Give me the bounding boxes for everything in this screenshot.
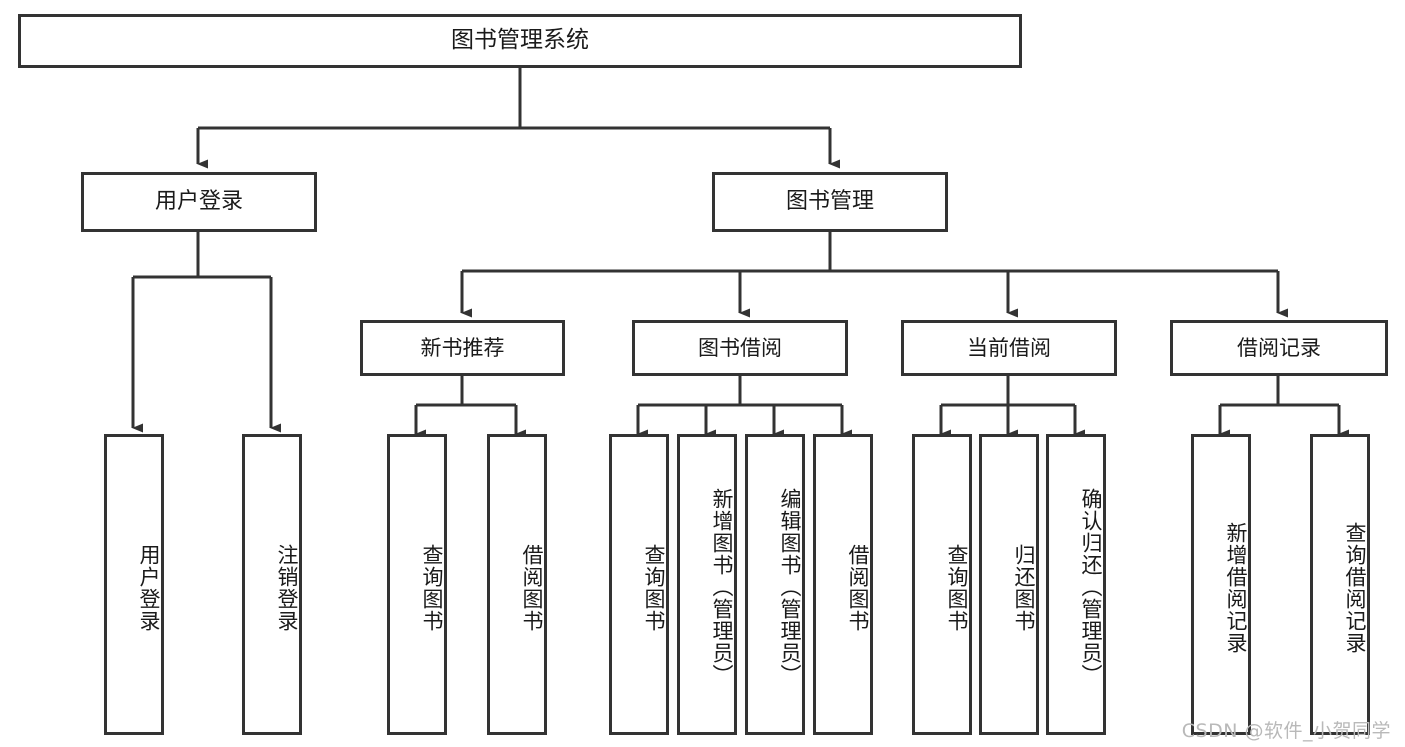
node-leaf-add-borrow-record[interactable]: 新增借阅记录 [1191,434,1251,735]
node-leaf-logout[interactable]: 注销登录 [242,434,302,735]
node-leaf-query-borrow-record[interactable]: 查询借阅记录 [1310,434,1370,735]
node-leaf-current-query-book-label: 查询图书 [945,543,969,632]
node-leaf-confirm-return-admin[interactable]: 确认归还（管理员） [1046,434,1106,735]
node-leaf-user-login[interactable]: 用户登录 [104,434,164,735]
node-leaf-newbook-query-book-label: 查询图书 [420,543,444,632]
node-current-borrow-label: 当前借阅 [967,335,1051,360]
node-leaf-borrow-query-book-label: 查询图书 [642,543,666,632]
node-book-borrow[interactable]: 图书借阅 [632,320,848,376]
node-book-management-label: 图书管理 [785,189,874,215]
node-leaf-edit-book-admin[interactable]: 编辑图书（管理员） [745,434,805,735]
node-leaf-borrow-book[interactable]: 借阅图书 [813,434,873,735]
node-root-system[interactable]: 图书管理系统 [18,14,1022,68]
node-user-login-label: 用户登录 [154,189,243,215]
node-leaf-newbook-borrow-book[interactable]: 借阅图书 [487,434,547,735]
node-leaf-confirm-return-admin-label: 确认归还（管理员） [1079,487,1103,686]
node-leaf-user-login-label: 用户登录 [137,543,161,632]
node-new-book-recommend[interactable]: 新书推荐 [360,320,565,376]
node-borrow-record[interactable]: 借阅记录 [1170,320,1388,376]
node-root-system-label: 图书管理系统 [451,27,589,54]
node-leaf-logout-label: 注销登录 [275,543,299,632]
node-leaf-edit-book-admin-label: 编辑图书（管理员） [778,487,802,686]
node-book-borrow-label: 图书借阅 [698,335,782,360]
node-leaf-borrow-book-label: 借阅图书 [846,543,870,632]
node-leaf-current-query-book[interactable]: 查询图书 [912,434,972,735]
node-leaf-borrow-query-book[interactable]: 查询图书 [609,434,669,735]
node-book-management[interactable]: 图书管理 [712,172,948,232]
node-leaf-query-borrow-record-label: 查询借阅记录 [1343,521,1367,654]
node-current-borrow[interactable]: 当前借阅 [901,320,1117,376]
node-user-login[interactable]: 用户登录 [81,172,317,232]
node-leaf-add-book-admin-label: 新增图书（管理员） [710,487,734,686]
node-new-book-recommend-label: 新书推荐 [420,335,505,360]
node-leaf-newbook-query-book[interactable]: 查询图书 [387,434,447,735]
node-borrow-record-label: 借阅记录 [1237,335,1321,360]
node-leaf-add-book-admin[interactable]: 新增图书（管理员） [677,434,737,735]
node-leaf-return-book[interactable]: 归还图书 [979,434,1039,735]
node-leaf-newbook-borrow-book-label: 借阅图书 [520,543,544,632]
node-leaf-return-book-label: 归还图书 [1012,543,1036,632]
node-leaf-add-borrow-record-label: 新增借阅记录 [1224,521,1248,654]
